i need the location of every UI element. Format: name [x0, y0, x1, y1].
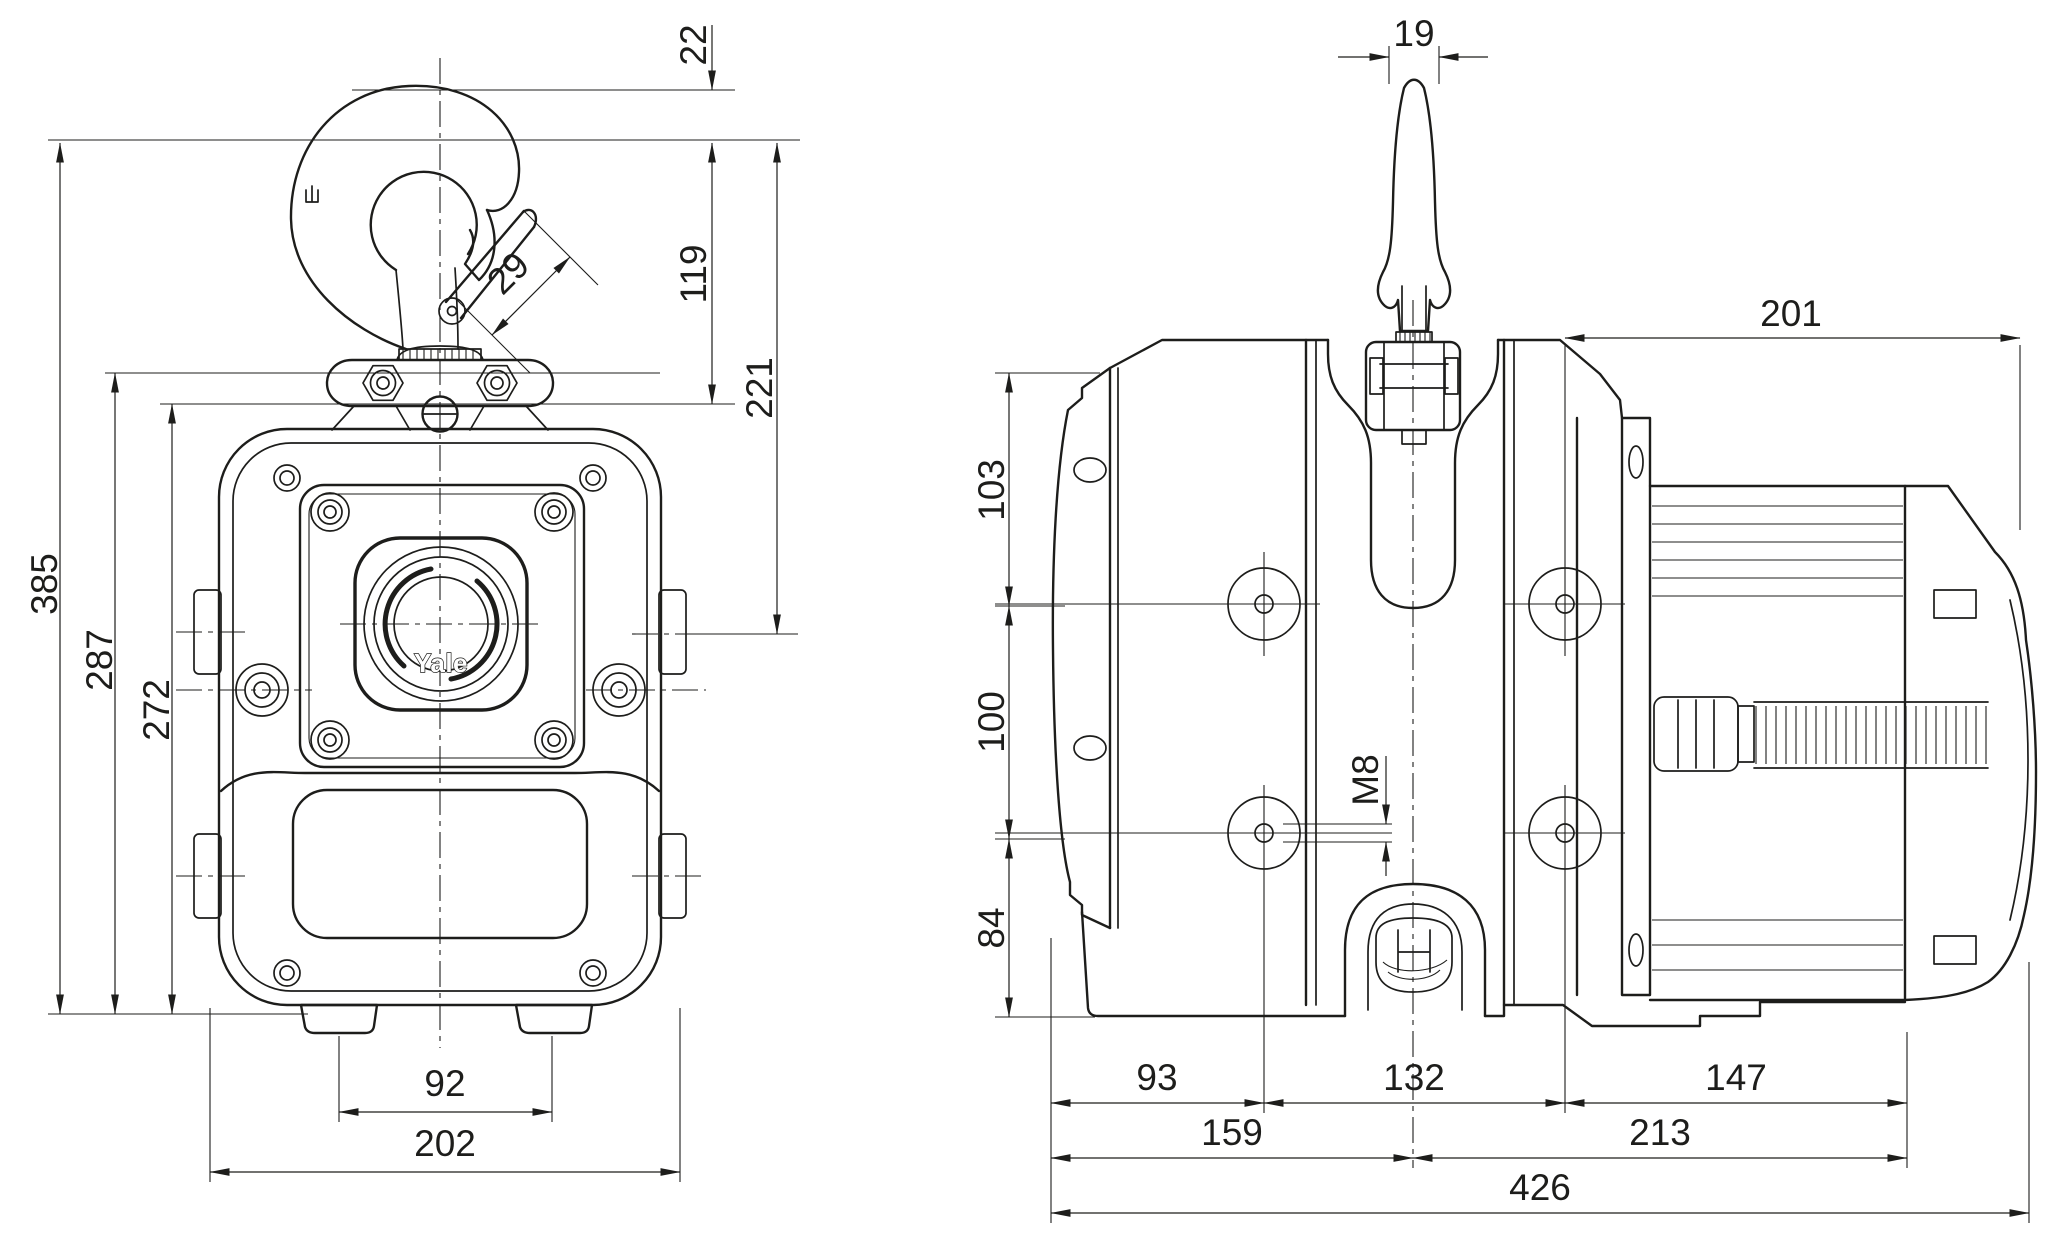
motor-end-cap: [1903, 484, 2038, 1002]
dim-103-label: 103: [971, 459, 1012, 521]
front-hook-stamp-icon: [305, 185, 319, 203]
dim-272-label: 272: [136, 679, 177, 741]
dim-221: 221: [739, 142, 781, 635]
dim-132-label: 132: [1383, 1057, 1445, 1098]
front-housing: Yale: [193, 427, 687, 1035]
side-chain-guide: [1343, 882, 1487, 1018]
dim-93: 93: [1050, 1057, 1265, 1107]
motor-cable-gland: [1653, 696, 1755, 772]
front-centerlines: [176, 58, 706, 1048]
dim-m8: M8: [1283, 754, 1392, 876]
front-suspension: [325, 345, 555, 433]
front-view: Yale: [24, 24, 800, 1182]
front-side-lugs: [193, 589, 687, 919]
side-hook: [1376, 78, 1452, 343]
dim-202: 202: [209, 1123, 681, 1176]
front-chain-door: [219, 770, 661, 940]
dim-19: 19: [1338, 13, 1488, 61]
dim-119-label: 119: [673, 245, 714, 304]
dim-213-label: 213: [1629, 1112, 1691, 1153]
dim-426-label: 426: [1509, 1167, 1571, 1208]
dim-84: 84: [971, 838, 1013, 1018]
dim-100: 100: [971, 605, 1013, 840]
dim-119: 119: [673, 142, 716, 405]
dim-132: 132: [1263, 1057, 1566, 1107]
dim-201-label: 201: [1760, 293, 1822, 334]
dim-213: 213: [1412, 1112, 1908, 1162]
front-corner-bolts: [273, 464, 607, 987]
dim-287: 287: [79, 372, 120, 1015]
side-body: [1051, 338, 1907, 1028]
dim-221-label: 221: [739, 357, 780, 419]
dim-147: 147: [1564, 1057, 1908, 1107]
dim-426: 426: [1050, 1167, 2030, 1217]
dim-m8-label: M8: [1345, 754, 1386, 805]
side-view: 19 201 103 100 84: [971, 13, 2038, 1223]
dim-287-label: 287: [79, 629, 120, 691]
front-bracket-nut-left: [362, 364, 404, 402]
side-motor: [1575, 416, 2038, 1002]
dim-92-label: 92: [424, 1063, 465, 1104]
front-hook: [289, 84, 538, 351]
dim-93-label: 93: [1136, 1057, 1177, 1098]
front-gear-cover: Yale: [298, 483, 586, 769]
dim-385-label: 385: [24, 553, 65, 615]
dim-385: 385: [24, 142, 65, 1015]
dim-84-label: 84: [971, 907, 1012, 948]
yale-logo: Yale: [414, 648, 468, 678]
motor-spring: [1753, 701, 1989, 769]
front-bracket-nut-right: [476, 364, 518, 402]
dim-19-label: 19: [1393, 13, 1434, 54]
front-feet: [299, 1003, 594, 1035]
front-washer-hatch: [402, 349, 474, 360]
dim-147-label: 147: [1705, 1057, 1767, 1098]
front-suspension-screw: [421, 395, 459, 433]
dim-22: 22: [673, 24, 716, 91]
motor-fins: [1652, 505, 1903, 971]
dim-92: 92: [338, 1063, 553, 1116]
front-side-bosses: [235, 663, 646, 717]
side-dimensions: 19 201 103 100 84: [971, 13, 2030, 1223]
dim-272: 272: [136, 403, 177, 1015]
dim-202-label: 202: [414, 1123, 476, 1164]
dim-22-label: 22: [673, 24, 714, 65]
front-dimensions: 385 287 272 22 119 221: [24, 24, 800, 1182]
dim-159-label: 159: [1201, 1112, 1263, 1153]
dim-103: 103: [971, 372, 1013, 607]
side-suspension-bracket: [1364, 340, 1462, 445]
dim-159: 159: [1050, 1112, 1414, 1162]
dim-100-label: 100: [971, 691, 1012, 753]
dim-201: 201: [1564, 293, 2021, 342]
